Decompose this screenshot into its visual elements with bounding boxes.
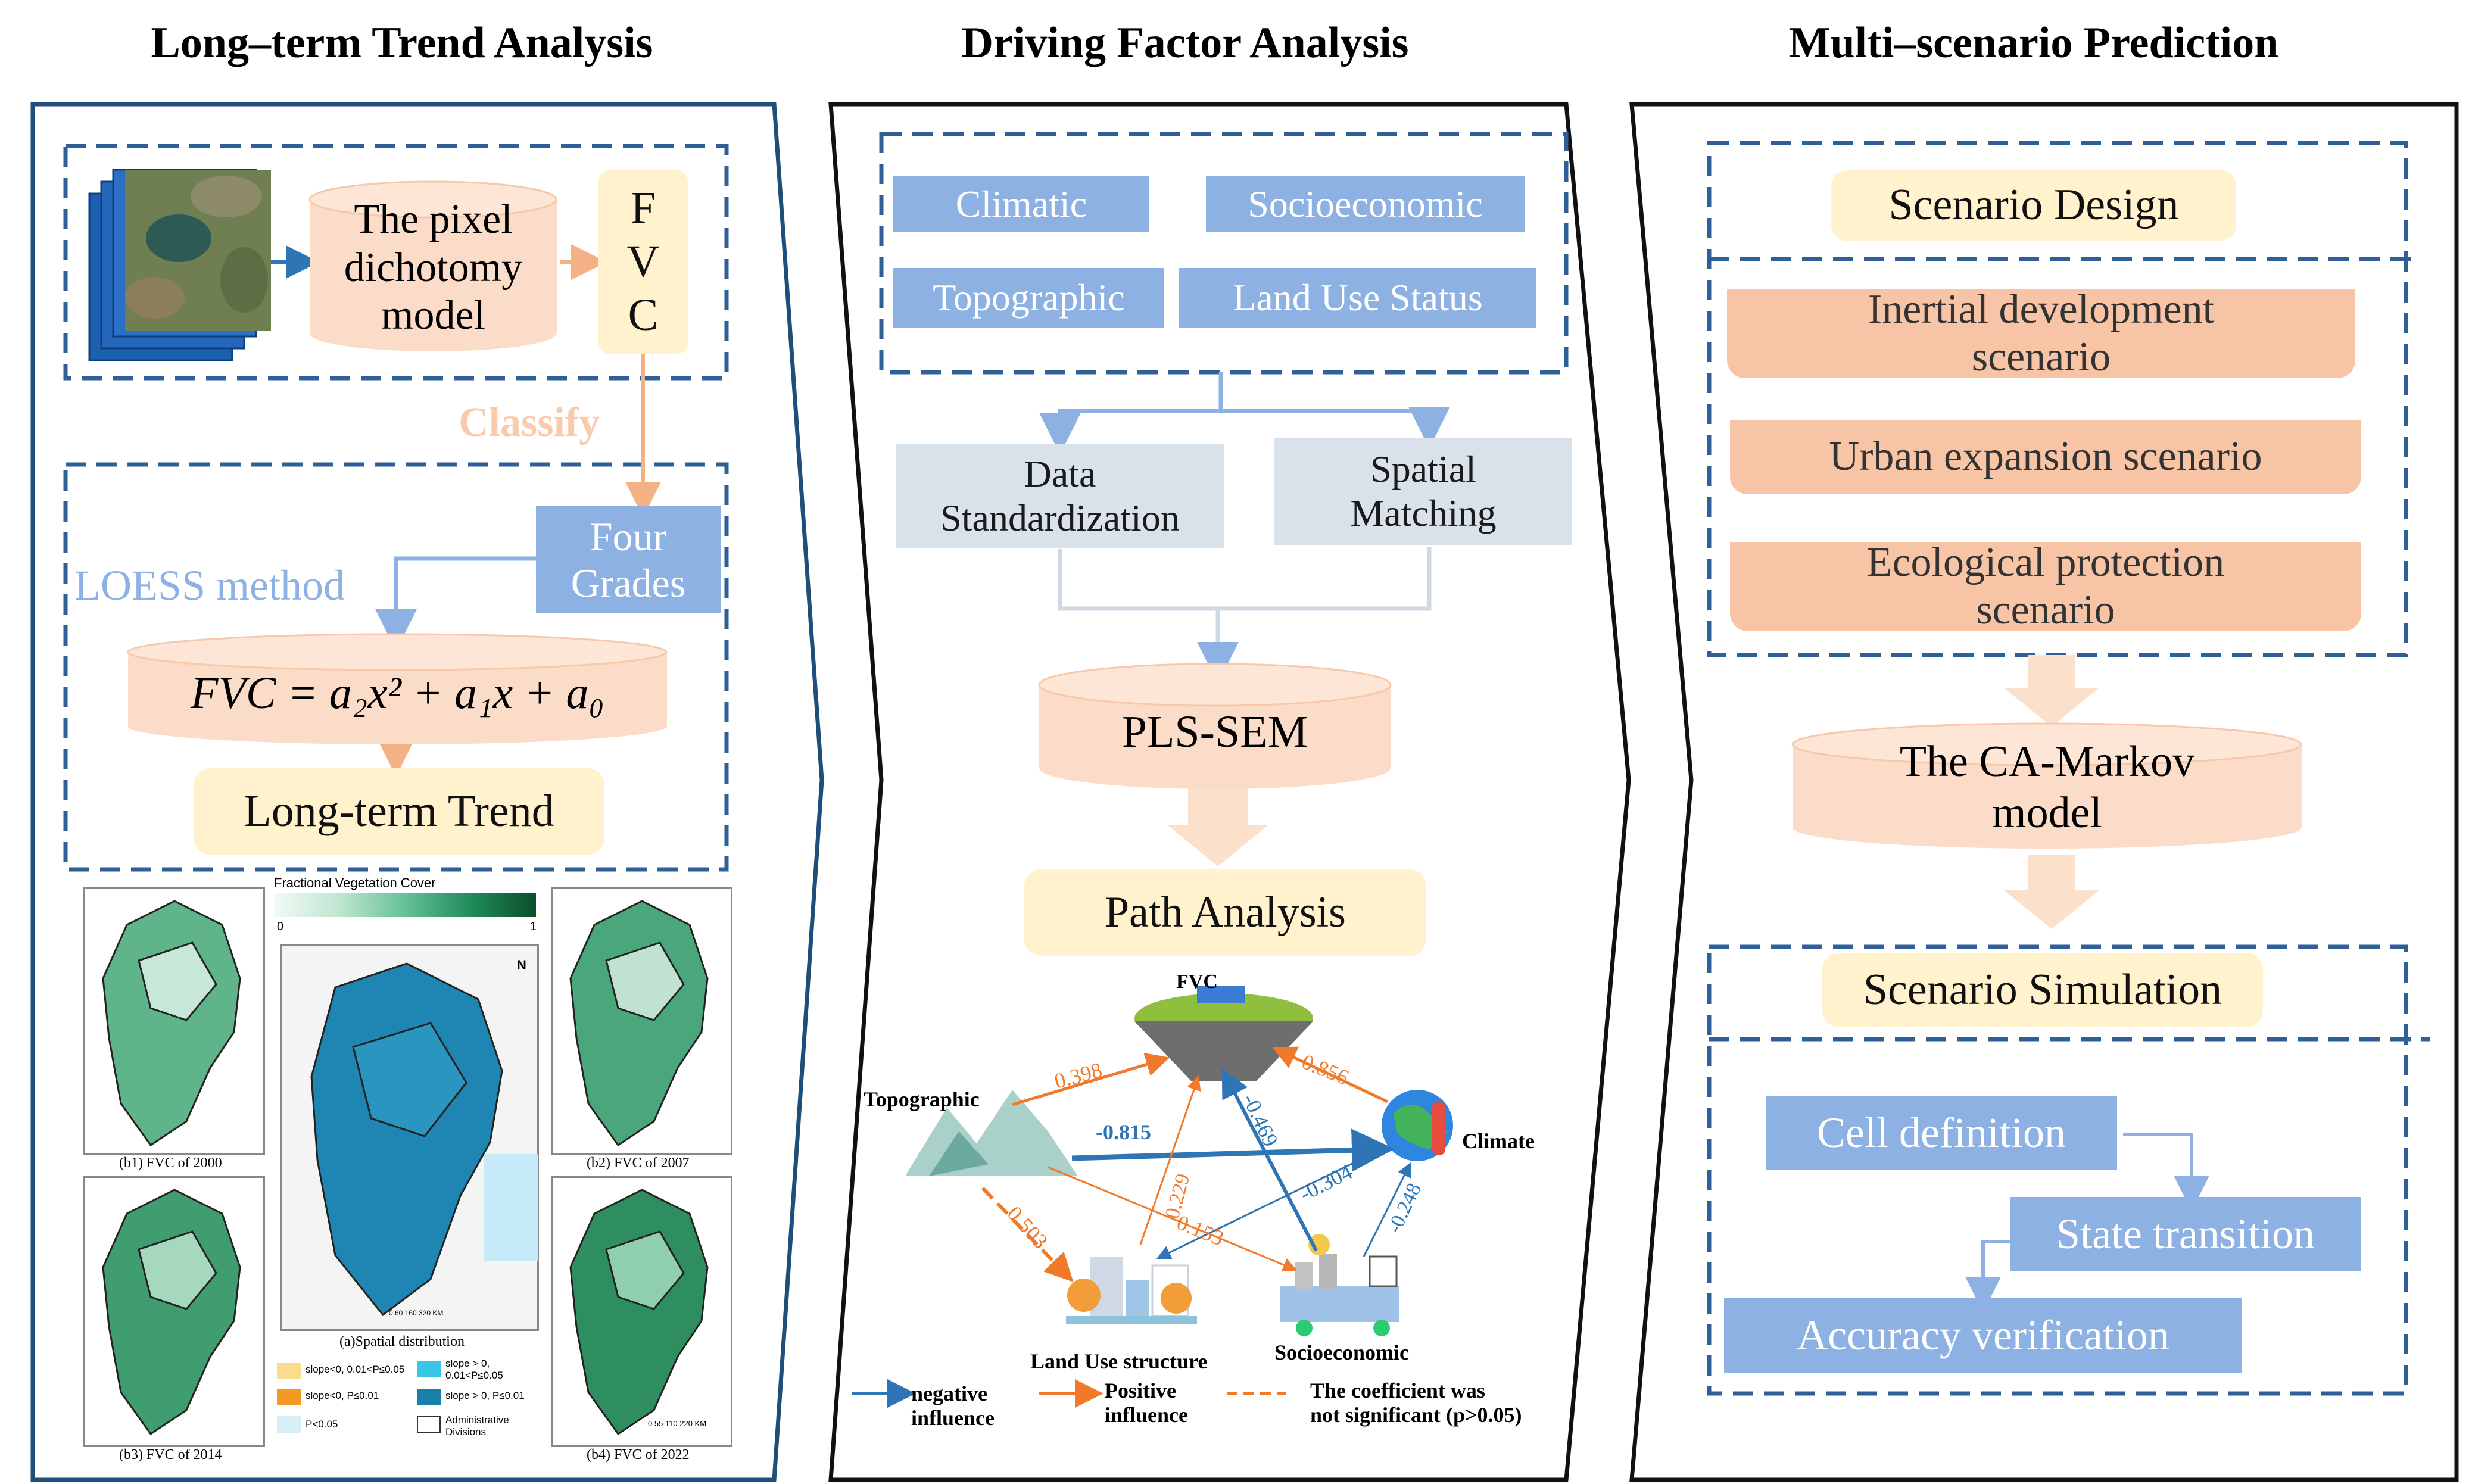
colorbar-min: 0 xyxy=(277,920,284,933)
fvc-box: F V C xyxy=(598,170,688,354)
map-b4: 0 55 110 220 KM xyxy=(551,1176,732,1447)
map-b1-caption: (b1) FVC of 2000 xyxy=(119,1155,222,1171)
fvc-letter-c: C xyxy=(628,289,659,340)
legend-positive: Positive influence xyxy=(1105,1379,1188,1427)
north-arrow: N xyxy=(517,958,526,972)
legend-swatch-1 xyxy=(417,1361,441,1377)
factor-climatic: Climatic xyxy=(893,176,1149,232)
path-diagram xyxy=(852,986,1453,1408)
legend-label-5: Administrative Divisions xyxy=(445,1414,509,1438)
ca-markov-cylinder xyxy=(1791,722,2302,849)
legend-label-4: P<0.05 xyxy=(306,1418,338,1430)
scenario-design-box: Scenario Design xyxy=(1831,170,2236,241)
factor-topographic: Topographic xyxy=(893,268,1164,328)
node-climate: Climate xyxy=(1462,1129,1535,1153)
scenario-urban: Urban expansion scenario xyxy=(1730,420,2361,494)
formula-label: FVC = a₂x² + a₁x + a₀ xyxy=(191,668,604,719)
spatial-matching-box: Spatial Matching xyxy=(1274,438,1572,545)
formula-cylinder xyxy=(127,633,668,744)
legend-swatch-0 xyxy=(277,1363,301,1379)
node-topographic: Topographic xyxy=(864,1087,980,1111)
colorbar xyxy=(274,893,536,917)
dichotomy-cylinder xyxy=(308,180,557,351)
loess-method-label: LOESS method xyxy=(74,562,345,609)
fvc-letter-f: F xyxy=(630,183,656,233)
legend-swatch-2 xyxy=(277,1389,301,1405)
scenario-inertial: Inertial development scenario xyxy=(1727,286,2355,380)
satellite-image-stack xyxy=(88,169,271,361)
four-grades-box: Four Grades xyxy=(536,506,721,613)
step-state-transition: State transition xyxy=(2010,1197,2361,1271)
node-land-use: Land Use structure xyxy=(1030,1349,1208,1373)
map-a-caption: (a)Spatial distribution xyxy=(339,1334,465,1349)
title-left: Long–term Trend Analysis xyxy=(151,18,653,67)
map-a: N 0 60 160 320 KM xyxy=(280,944,539,1331)
pls-sem-cylinder xyxy=(1038,663,1392,789)
legend-label-0: slope<0, 0.01<P≤0.05 xyxy=(306,1364,405,1375)
legend-negative: negative influence xyxy=(911,1382,995,1430)
node-socioeconomic: Socioeconomic xyxy=(1274,1340,1409,1364)
colorbar-max: 1 xyxy=(530,920,537,933)
middle-panel-frame xyxy=(828,102,1631,1482)
title-right: Multi–scenario Prediction xyxy=(1788,18,2279,67)
path-analysis-box: Path Analysis xyxy=(1024,869,1426,956)
map-b2 xyxy=(551,887,732,1155)
node-fvc: FVC xyxy=(1176,971,1218,993)
legend-swatch-3 xyxy=(417,1389,441,1405)
pls-sem-label: PLS-SEM xyxy=(1121,707,1308,757)
scenario-simulation-box: Scenario Simulation xyxy=(1822,953,2263,1027)
fvc-letter-v: V xyxy=(626,236,660,287)
coef-topo-climate: -0.815 xyxy=(1096,1120,1151,1144)
title-middle: Driving Factor Analysis xyxy=(961,18,1409,67)
long-term-trend-box: Long-term Trend xyxy=(194,768,604,855)
step-cell-definition: Cell definition xyxy=(1766,1096,2117,1170)
map-b3 xyxy=(83,1176,265,1447)
colorbar-title: Fractional Vegetation Cover xyxy=(274,875,436,890)
classify-label: Classify xyxy=(459,400,600,445)
right-panel-frame xyxy=(1629,102,2459,1482)
legend-label-1: slope > 0, 0.01<P≤0.05 xyxy=(445,1358,503,1382)
dichotomy-model-label: The pixel dichotomy model xyxy=(344,197,523,339)
map-b3-caption: (b3) FVC of 2014 xyxy=(119,1447,222,1463)
factor-land-use-status: Land Use Status xyxy=(1179,268,1536,328)
fvc-maps-area: (b1) FVC of 2000 (b3) FVC of 2014 (b2) F… xyxy=(77,875,738,1463)
map-b2-caption: (b2) FVC of 2007 xyxy=(587,1155,690,1171)
scale-small: 0 55 110 220 KM xyxy=(648,1419,707,1428)
legend-not-significant: The coefficient was not significant (p>0… xyxy=(1310,1379,1522,1427)
step-accuracy-verification: Accuracy verification xyxy=(1724,1298,2242,1373)
scenario-ecological: Ecological protection scenario xyxy=(1730,540,2361,633)
scale-center: 0 60 160 320 KM xyxy=(389,1309,444,1317)
map-b1 xyxy=(83,887,265,1155)
legend-label-3: slope > 0, P≤0.01 xyxy=(445,1390,525,1401)
legend-label-2: slope<0, P≤0.01 xyxy=(306,1390,379,1401)
legend-swatch-4 xyxy=(277,1416,301,1433)
ca-markov-label: The CA-Markov model xyxy=(1899,737,2195,837)
trend-legend: slope<0, 0.01<P≤0.05 slope > 0, 0.01<P≤0… xyxy=(277,1358,545,1447)
left-panel-frame xyxy=(30,102,824,1482)
factor-socioeconomic: Socioeconomic xyxy=(1206,176,1525,232)
map-b4-caption: (b4) FVC of 2022 xyxy=(587,1447,690,1463)
data-standardization-box: Data Standardization xyxy=(896,444,1224,548)
legend-swatch-5 xyxy=(417,1416,441,1433)
